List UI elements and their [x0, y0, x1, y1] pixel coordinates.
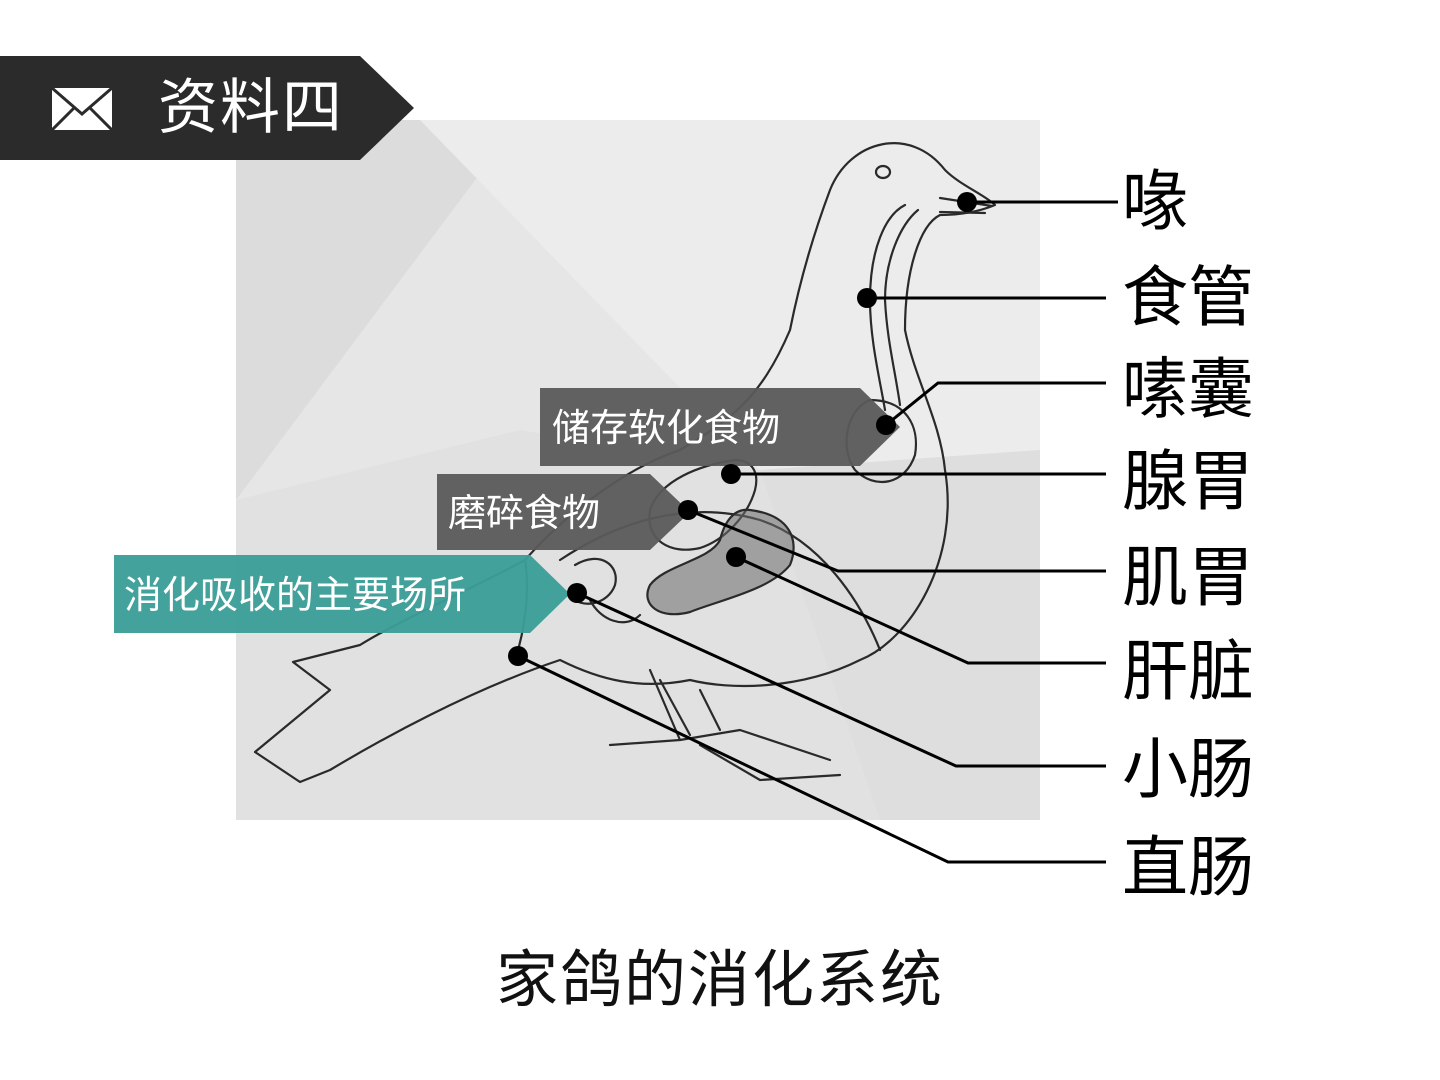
- leader-line-crop: [885, 381, 1106, 427]
- callout-gizzard-note: [437, 474, 690, 550]
- label-crop: 嗉囊: [1122, 351, 1254, 428]
- leader-line-liver: [735, 555, 1106, 665]
- leader-line-gizzard: [687, 508, 1106, 573]
- callout-crop-text: 储存软化食物: [552, 406, 781, 450]
- anchor-dot-gizzard: [678, 500, 698, 520]
- anchor-dot-beak: [957, 192, 977, 212]
- label-gizzard: 肌胃: [1122, 539, 1254, 616]
- callout-intestine-note: [114, 555, 570, 633]
- anchor-dot-liver: [726, 547, 746, 567]
- leader-line-rectum: [517, 654, 1106, 864]
- label-rectum: 直肠: [1122, 829, 1254, 906]
- anchor-dot-rectum: [508, 646, 528, 666]
- anchor-dots: [508, 192, 977, 666]
- anchor-dot-proventriculus: [721, 464, 741, 484]
- callout-crop-note: [540, 388, 900, 466]
- header-title: 资料四: [158, 73, 344, 143]
- envelope-icon: [50, 86, 114, 132]
- label-liver: 肝脏: [1122, 633, 1254, 710]
- anchor-dot-esophagus: [857, 288, 877, 308]
- leader-lines: [517, 200, 1118, 864]
- callout-gizzard-text: 磨碎食物: [448, 491, 601, 535]
- diagram-caption: 家鸽的消化系统: [495, 943, 944, 1016]
- label-small-intestine: 小肠: [1122, 731, 1254, 808]
- anchor-dot-crop: [876, 415, 896, 435]
- label-esophagus: 食管: [1122, 259, 1254, 336]
- label-beak: 喙: [1122, 163, 1188, 240]
- anchor-dot-small-intestine: [567, 583, 587, 603]
- callout-intestine-text: 消化吸收的主要场所: [124, 573, 467, 617]
- label-proventriculus: 腺胃: [1122, 443, 1254, 520]
- header-banner: [0, 56, 414, 160]
- leader-line-small-intestine: [576, 591, 1106, 768]
